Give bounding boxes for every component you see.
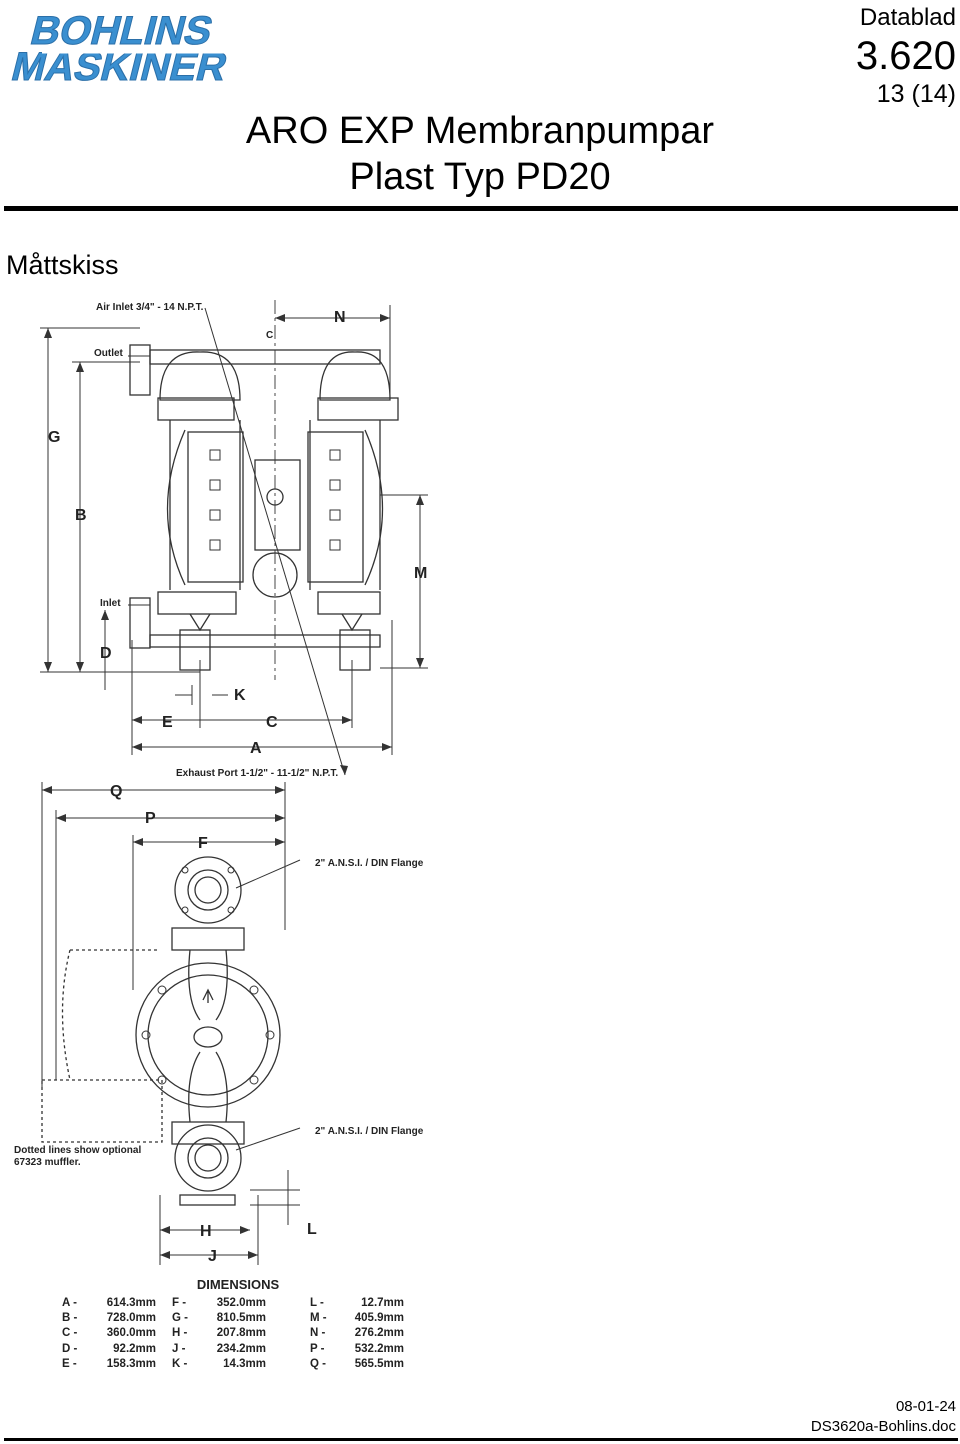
dimension-row: G - 810.5mm [172, 1310, 266, 1325]
exhaust-port-label: Exhaust Port 1-1/2" - 11-1/2" N.P.T. [176, 768, 338, 779]
header-divider [4, 206, 958, 211]
dimension-key: K - [172, 1357, 188, 1370]
dimension-row: L - 12.7mm [310, 1295, 404, 1310]
logo-text-line2: MASKINER [7, 44, 232, 84]
dimension-row: E - 158.3mm [62, 1356, 156, 1371]
dimension-row: F - 352.0mm [172, 1295, 266, 1310]
dimension-key: D - [62, 1342, 78, 1355]
document-number: 3.620 [855, 34, 956, 78]
dim-letter-b: B [75, 507, 87, 524]
muffler-note-line2: 67323 muffler. [14, 1157, 81, 1168]
dimension-key: H - [172, 1327, 188, 1340]
document-type: Datablad [859, 4, 956, 31]
footer-filename: DS3620a-Bohlins.doc [810, 1418, 956, 1435]
dim-letter-f: F [198, 835, 208, 852]
dimension-row: N - 276.2mm [310, 1326, 404, 1341]
dimension-value: 14.3mm [223, 1357, 266, 1370]
dimension-value: 234.2mm [216, 1342, 266, 1355]
dimension-row: Q - 565.5mm [310, 1356, 404, 1371]
dimension-row: J - 234.2mm [172, 1341, 266, 1356]
dimension-value: 158.3mm [106, 1357, 156, 1370]
dimension-value: 614.3mm [106, 1296, 156, 1309]
dimensions-column-1: A - 614.3mm B - 728.0mm C - 360.0mm D - 92.2… [62, 1295, 156, 1371]
dimension-row: K - 14.3mm [172, 1356, 266, 1371]
dimension-value: 12.7mm [361, 1296, 404, 1309]
dim-letter-g: G [48, 429, 60, 446]
page-number: 13 (14) [876, 80, 956, 108]
footer-date: 08-01-24 [895, 1398, 956, 1415]
dim-letter-p: P [145, 810, 156, 827]
dim-letter-m: M [414, 565, 427, 582]
page-title-line1: ARO EXP Membranpumpar [245, 110, 715, 152]
inlet-label: Inlet [100, 598, 121, 609]
dimension-key: B - [62, 1311, 78, 1324]
dimension-value: 352.0mm [216, 1296, 266, 1309]
logo-text-line1: BOHLINS [26, 8, 217, 53]
dimension-key: G - [172, 1311, 188, 1324]
dimension-row: H - 207.8mm [172, 1326, 266, 1341]
dimension-value: 532.2mm [354, 1342, 404, 1355]
page-title-line2: Plast Typ PD20 [349, 156, 611, 198]
dim-letter-a: A [250, 740, 262, 757]
dim-letter-k: K [234, 687, 246, 704]
dim-letter-e: E [162, 714, 173, 731]
dimension-row: A - 614.3mm [62, 1295, 156, 1310]
footer-divider [4, 1438, 958, 1441]
dim-letter-q: Q [110, 783, 122, 800]
muffler-note-line1: Dotted lines show optional [14, 1145, 141, 1156]
section-heading: Måttskiss [6, 250, 119, 280]
dimension-key: Q - [310, 1357, 326, 1370]
flange-label-bottom: 2" A.N.S.I. / DIN Flange [315, 1126, 424, 1137]
dimension-row: C - 360.0mm [62, 1326, 156, 1341]
dimensions-column-2: F - 352.0mm G - 810.5mm H - 207.8mm J - 234.… [172, 1295, 266, 1371]
dimension-key: L - [310, 1296, 324, 1309]
dimension-row: D - 92.2mm [62, 1341, 156, 1356]
dimension-key: C - [62, 1327, 78, 1340]
dimension-value: 207.8mm [216, 1327, 266, 1340]
dim-letter-h: H [200, 1223, 212, 1240]
dimension-key: M - [310, 1311, 327, 1324]
flange-label-top: 2" A.N.S.I. / DIN Flange [315, 858, 424, 869]
dimension-value: 565.5mm [354, 1357, 404, 1370]
dim-letter-n: N [334, 309, 346, 326]
dimension-key: A - [62, 1296, 77, 1309]
air-inlet-label: Air Inlet 3/4" - 14 N.P.T. [96, 302, 204, 313]
dimension-row: P - 532.2mm [310, 1341, 404, 1356]
outlet-label: Outlet [94, 348, 124, 359]
dimension-drawing: Air Inlet 3/4" - 14 N.P.T. Outlet Inlet … [14, 300, 428, 1265]
dim-letter-d: D [100, 645, 112, 662]
dimension-key: E - [62, 1357, 77, 1370]
dimension-key: J - [172, 1342, 186, 1355]
dimension-value: 360.0mm [106, 1327, 156, 1340]
company-logo: BOHLINS MASKINER [6, 6, 346, 84]
dimension-value: 810.5mm [216, 1311, 266, 1324]
dimensions-title: DIMENSIONS [196, 1277, 280, 1292]
dimension-row: M - 405.9mm [310, 1310, 404, 1325]
dimension-row: B - 728.0mm [62, 1310, 156, 1325]
dim-letter-j: J [208, 1248, 217, 1265]
dim-letter-c: C [266, 714, 278, 731]
dimension-value: 405.9mm [354, 1311, 404, 1324]
dimension-key: F - [172, 1296, 187, 1309]
dimension-value: 92.2mm [113, 1342, 156, 1355]
dimension-key: N - [310, 1327, 326, 1340]
centerline-label: C [266, 330, 273, 341]
dim-letter-l: L [307, 1221, 317, 1238]
dimension-key: P - [310, 1342, 325, 1355]
dimension-value: 276.2mm [354, 1327, 404, 1340]
dimensions-column-3: L - 12.7mm M - 405.9mm N - 276.2mm P - 532.2… [310, 1295, 404, 1371]
dimension-value: 728.0mm [106, 1311, 156, 1324]
